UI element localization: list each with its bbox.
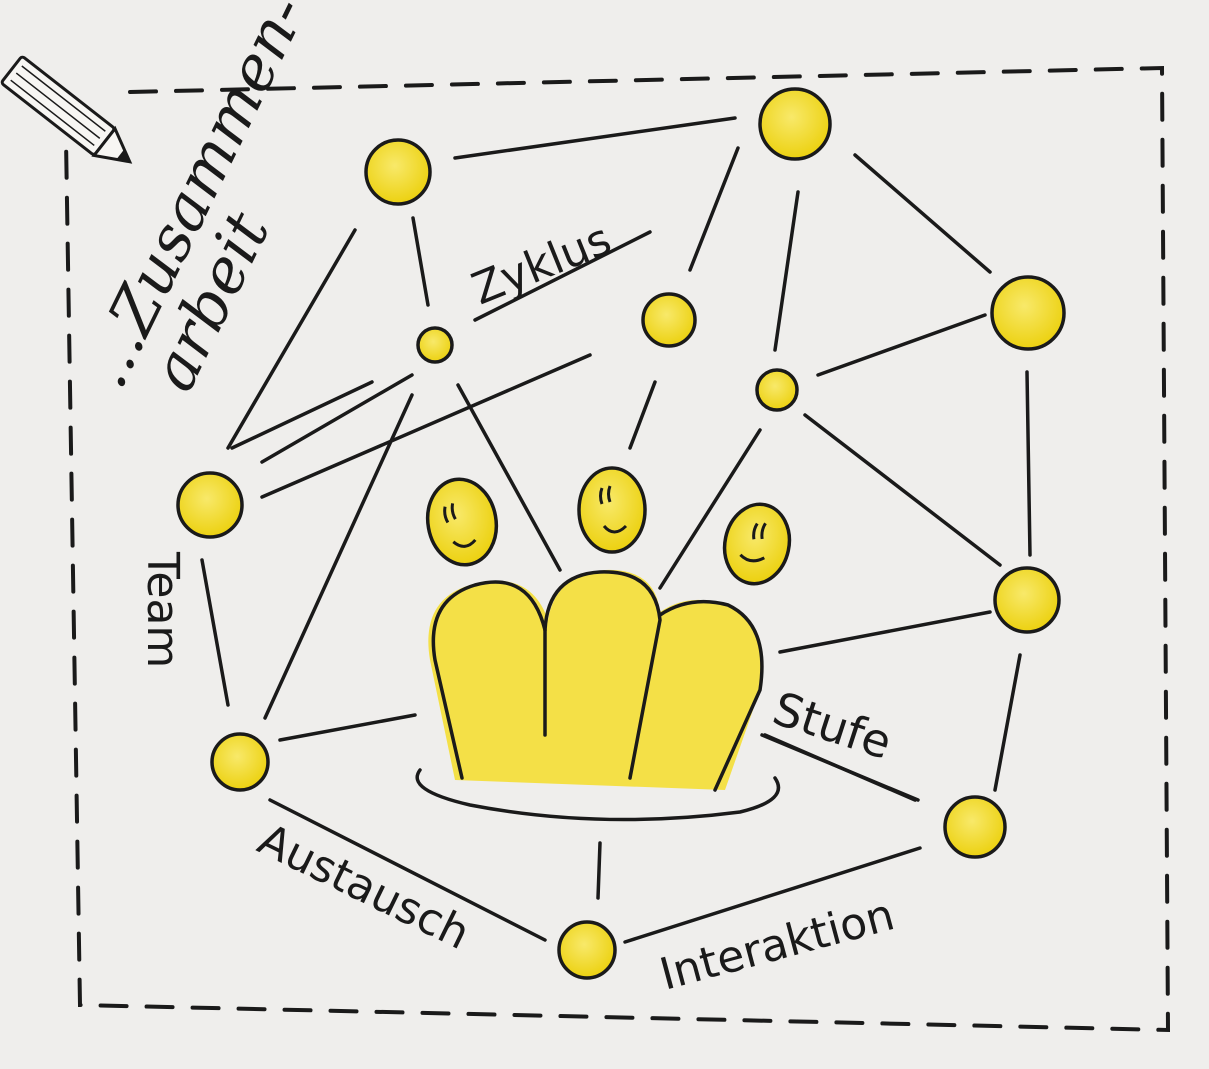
label-zyklus: Zyklus [465,214,618,315]
zyklus-underline [473,230,652,322]
node-bottom [557,920,617,980]
crown-icon [415,569,781,822]
node-inner-small-left [416,326,454,364]
node-top-left [364,138,432,206]
node-inner-small-right [755,368,799,412]
network-edges [200,116,1032,944]
label-team: Team [137,551,188,668]
node-right-lower [993,566,1061,634]
node-left [176,471,244,539]
smiley-face-icon [577,466,647,554]
node-top-right [758,87,832,161]
node-inner-mid [641,292,697,348]
label-stufe: Stufe [767,681,899,770]
pencil-icon [0,55,133,164]
stufe-underline [763,733,917,802]
network-nodes [176,87,1066,980]
node-bottom-left [210,732,270,792]
node-right-upper [990,275,1066,351]
label-interaktion: Interaktion [655,889,900,1000]
smiley-face-icon [722,502,792,586]
dashed-frame [64,65,1171,1033]
smiley-face-icon [425,477,499,567]
node-bottom-right [943,795,1007,859]
